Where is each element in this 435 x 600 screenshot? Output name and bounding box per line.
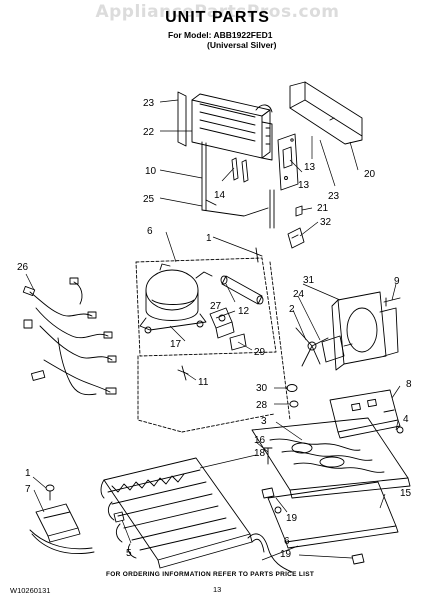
leader-lines	[25, 99, 401, 561]
callout-10: 10	[145, 166, 157, 177]
callout-12: 12	[238, 306, 250, 317]
callout-22: 22	[143, 127, 155, 138]
callout-19b: 19	[280, 549, 292, 560]
callout-4: 4	[403, 414, 409, 425]
callout-27: 27	[210, 301, 222, 312]
callout-11: 11	[198, 377, 209, 388]
page-number: 13	[213, 585, 222, 594]
wiring-harness-part	[22, 277, 117, 396]
watermark: AppliancePartsPros.com	[95, 2, 340, 22]
callout-5: 5	[126, 548, 132, 559]
mounting-rods	[201, 141, 275, 229]
screw-11	[177, 365, 189, 381]
grommets	[286, 384, 299, 408]
callout-6b: 6	[284, 536, 290, 547]
model-color: (Universal Silver)	[207, 40, 277, 50]
screw-16	[263, 447, 273, 465]
machine-compartment-base	[251, 417, 411, 499]
model-info: For Model: ABB1922FED1 (Universal Silver…	[168, 30, 276, 50]
screw-and-clip	[287, 205, 305, 249]
document-number: W10260131	[10, 586, 51, 595]
callout-1b: 1	[25, 468, 31, 479]
callout-1a: 1	[206, 233, 212, 244]
callout-7: 7	[25, 484, 31, 495]
callout-18: 18	[254, 448, 266, 459]
top-bracket-assembly	[177, 91, 273, 161]
callout-3: 3	[261, 416, 267, 427]
callout-24: 24	[293, 289, 305, 300]
callout-25: 25	[143, 194, 155, 205]
callout-19a: 19	[286, 513, 298, 524]
compressor-part	[139, 263, 213, 334]
callout-31: 31	[303, 275, 315, 286]
bracket-and-screw-lower-left	[29, 484, 95, 554]
fan-bracket-part	[329, 389, 401, 439]
drain-hose-part	[247, 533, 293, 573]
fan-blade-and-motor	[295, 327, 353, 367]
mounting-feet	[113, 487, 365, 565]
model-number: For Model: ABB1922FED1	[168, 30, 273, 40]
callout-16: 16	[254, 435, 266, 446]
fan-shroud-part	[331, 291, 399, 371]
callout-labels: 23 22 10 25 14 6 1 27 12 29 17 11 13 23 …	[17, 98, 412, 560]
cover-plate-part	[267, 481, 399, 549]
callout-6a: 6	[147, 226, 153, 237]
callout-13b: 13	[304, 162, 316, 173]
condensate-tube-part	[220, 275, 264, 305]
callout-2: 2	[289, 304, 295, 315]
callout-8: 8	[406, 379, 412, 390]
callout-20: 20	[364, 169, 376, 180]
callout-21: 21	[317, 203, 329, 214]
callout-14: 14	[214, 190, 226, 201]
callout-9: 9	[394, 276, 400, 287]
page-title: UNIT PARTS	[165, 9, 270, 26]
start-relay-part	[209, 307, 247, 351]
callout-13a: 13	[298, 180, 310, 191]
control-bracket-part	[277, 133, 299, 191]
ordering-info: FOR ORDERING INFORMATION REFER TO PARTS …	[106, 571, 315, 578]
callout-32: 32	[320, 217, 332, 228]
callout-15: 15	[400, 488, 412, 499]
callout-26: 26	[17, 262, 29, 273]
callout-17: 17	[170, 339, 182, 350]
callout-29: 29	[254, 347, 266, 358]
callout-23a: 23	[143, 98, 155, 109]
callout-23b: 23	[328, 191, 340, 202]
air-duct-part	[289, 81, 363, 145]
callout-28: 28	[256, 400, 268, 411]
screw-1	[251, 247, 263, 263]
condenser-coil-part	[100, 457, 253, 569]
compressor-dashed-box	[135, 257, 291, 433]
callout-30: 30	[256, 383, 268, 394]
